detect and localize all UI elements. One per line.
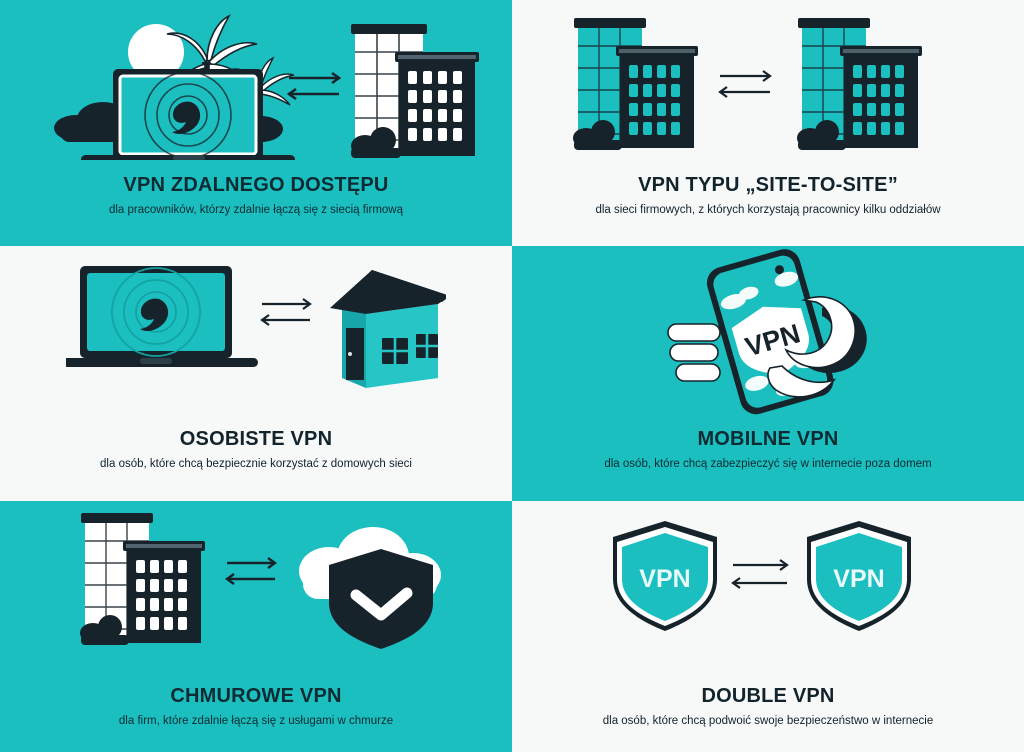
card-subtitle: dla osób, które chcą bezpiecznie korzyst… xyxy=(100,458,412,470)
card-title: MOBILNE VPN xyxy=(697,428,839,450)
vpn-shield-icon: VPN xyxy=(807,521,911,631)
cloud-vpn-scene xyxy=(80,513,441,649)
shield-vpn-label-left: VPN xyxy=(639,565,690,593)
surfshark-logo-icon xyxy=(172,101,201,134)
remote-access-scene xyxy=(54,14,479,160)
card-subtitle: dla sieci firmowych, z których korzystaj… xyxy=(595,204,941,216)
office-buildings-icon xyxy=(351,24,479,158)
card-double-vpn: VPN VPN DOUBLE VPN dl xyxy=(512,501,1024,752)
card-site-to-site-vpn: VPN TYPU „SITE-TO-SITE” dla sieci firmow… xyxy=(512,0,1024,246)
shield-check-icon xyxy=(329,549,433,649)
laptop-icon xyxy=(81,69,295,160)
illustration-personal-vpn xyxy=(0,246,512,416)
card-cloud-vpn: CHMUROWE VPN dla firm, które zdalnie łąc… xyxy=(0,501,512,752)
captions-site-to-site: VPN TYPU „SITE-TO-SITE” dla sieci firmow… xyxy=(512,174,1024,216)
vpn-shield-icon xyxy=(731,306,809,374)
card-subtitle: dla firm, które zdalnie łączą się z usłu… xyxy=(118,715,394,727)
card-remote-access-vpn: VPN ZDALNEGO DOSTĘPU dla pracowników, kt… xyxy=(0,0,512,246)
bush-icon xyxy=(797,120,846,150)
bush-icon xyxy=(351,127,401,158)
shield-vpn-label-right: VPN xyxy=(833,565,884,593)
double-vpn-scene: VPN VPN xyxy=(613,521,911,631)
card-subtitle: dla pracowników, którzy zdalnie łączą si… xyxy=(108,204,403,216)
card-title: DOUBLE VPN xyxy=(701,685,835,707)
bush-icon xyxy=(573,120,622,150)
illustration-mobile-vpn: VPN xyxy=(512,246,1024,416)
card-mobile-vpn: VPN MOBILNE VPN dla osób, które chcą zab… xyxy=(512,246,1024,501)
office-buildings-icon xyxy=(573,18,698,150)
card-title: OSOBISTE VPN xyxy=(179,428,333,450)
card-title: VPN ZDALNEGO DOSTĘPU xyxy=(123,174,389,196)
double-arrow-icon xyxy=(286,71,342,101)
laptop-icon xyxy=(66,266,258,367)
card-title: VPN TYPU „SITE-TO-SITE” xyxy=(638,174,898,196)
captions-double-vpn: DOUBLE VPN dla osób, które chcą podwoić … xyxy=(512,685,1024,727)
card-subtitle: dla osób, które chcą podwoić swoje bezpi… xyxy=(602,715,934,727)
double-arrow-icon xyxy=(260,298,312,326)
double-arrow-icon xyxy=(224,557,278,585)
office-buildings-icon xyxy=(80,513,205,645)
personal-vpn-scene xyxy=(66,266,446,388)
office-buildings-icon xyxy=(797,18,922,150)
site-to-site-scene xyxy=(573,18,922,150)
captions-remote-access: VPN ZDALNEGO DOSTĘPU dla pracowników, kt… xyxy=(0,174,512,216)
captions-mobile-vpn: MOBILNE VPN dla osób, które chcą zabezpi… xyxy=(512,428,1024,470)
illustration-remote-access xyxy=(0,0,512,160)
surfshark-logo-icon xyxy=(140,298,169,331)
captions-cloud-vpn: CHMUROWE VPN dla firm, które zdalnie łąc… xyxy=(0,685,512,727)
hand-holding-phone-icon: VPN xyxy=(667,249,867,415)
double-arrow-icon xyxy=(731,559,789,589)
vpn-shield-icon: VPN xyxy=(613,521,717,631)
illustration-site-to-site xyxy=(512,0,1024,160)
double-arrow-icon xyxy=(718,70,772,98)
sun-icon xyxy=(128,24,184,80)
card-subtitle: dla osób, które chcą zabezpieczyć się w … xyxy=(604,458,932,470)
captions-personal-vpn: OSOBISTE VPN dla osób, które chcą bezpie… xyxy=(0,428,512,470)
mobile-vpn-scene: VPN xyxy=(667,249,867,415)
card-title: CHMUROWE VPN xyxy=(170,685,342,707)
illustration-cloud-vpn xyxy=(0,501,512,663)
house-icon xyxy=(330,270,446,388)
card-personal-vpn: OSOBISTE VPN dla osób, które chcą bezpie… xyxy=(0,246,512,501)
illustration-double-vpn: VPN VPN xyxy=(512,501,1024,663)
bush-icon xyxy=(80,615,129,645)
